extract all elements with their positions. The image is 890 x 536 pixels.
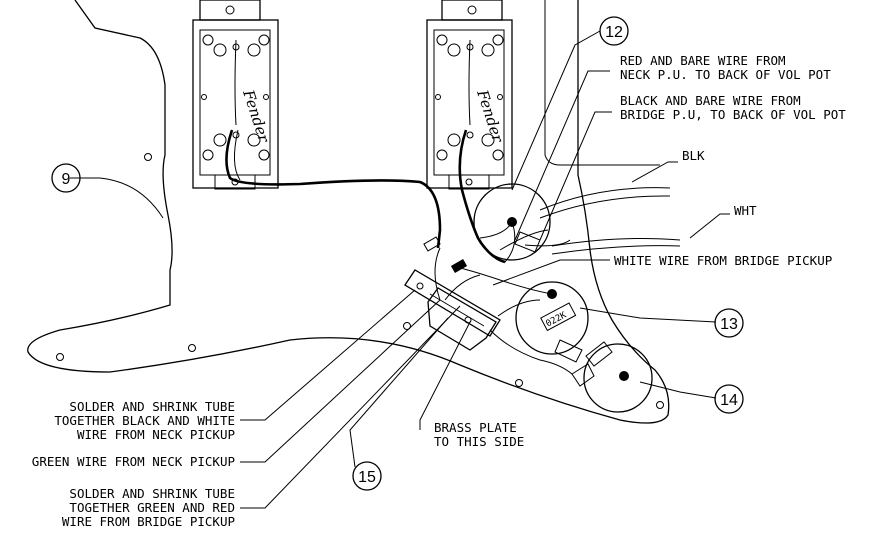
label-solder2-2: TOGETHER GREEN AND RED <box>69 500 235 515</box>
pickup-wires <box>225 39 506 264</box>
pickup-switch <box>404 236 501 351</box>
label-black-bare-2: BRIDGE P.U, TO BACK OF VOL POT <box>620 107 846 122</box>
label-white-wire: WHITE WIRE FROM BRIDGE PICKUP <box>614 253 832 268</box>
label-wht: WHT <box>734 203 757 218</box>
label-solder1-1: SOLDER AND SHRINK TUBE <box>69 399 235 414</box>
label-solder1-2: TOGETHER BLACK AND WHITE <box>54 413 235 428</box>
callout-9: 9 <box>51 163 81 193</box>
svg-text:12: 12 <box>605 24 623 41</box>
label-solder1-3: WIRE FROM NECK PICKUP <box>77 427 235 442</box>
label-brass-2: TO THIS SIDE <box>434 434 524 449</box>
svg-text:9: 9 <box>62 171 71 188</box>
label-blk: BLK <box>682 148 705 163</box>
callout-14: 14 <box>714 384 744 414</box>
svg-text:15: 15 <box>358 469 376 486</box>
label-green-wire: GREEN WIRE FROM NECK PICKUP <box>32 454 235 469</box>
label-red-bare-1: RED AND BARE WIRE FROM <box>620 53 786 68</box>
label-black-bare-1: BLACK AND BARE WIRE FROM <box>620 93 801 108</box>
pickguard-outline <box>27 0 670 424</box>
label-solder2-1: SOLDER AND SHRINK TUBE <box>69 486 235 501</box>
svg-text:13: 13 <box>720 316 738 333</box>
callout-13: 13 <box>714 308 744 338</box>
leader-lines <box>70 30 717 509</box>
svg-text:14: 14 <box>720 392 738 409</box>
internal-wires <box>434 221 573 375</box>
capacitor-label: 022K <box>544 310 568 329</box>
label-solder2-3: WIRE FROM BRIDGE PICKUP <box>62 514 235 529</box>
label-brass-1: BRASS PLATE <box>434 420 517 435</box>
screw-holes <box>56 153 664 409</box>
label-red-bare-2: NECK P.U. TO BACK OF VOL POT <box>620 67 831 82</box>
output-jack <box>571 341 653 413</box>
output-cable <box>539 161 730 255</box>
cavity-line <box>544 0 660 166</box>
callout-12: 12 <box>599 16 629 46</box>
callout-15: 15 <box>352 461 382 491</box>
